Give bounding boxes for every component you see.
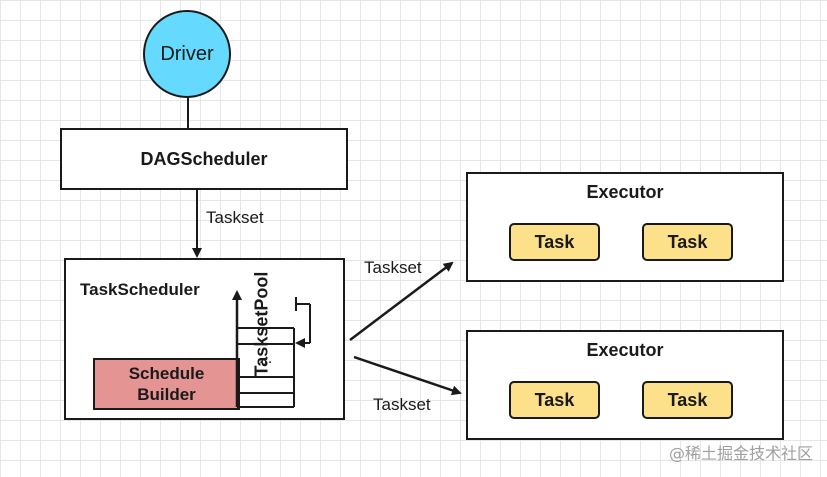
edge-label-dag-taskset: Taskset (206, 208, 264, 227)
edge-to-executor-1 (349, 261, 454, 341)
dag-scheduler-label: DAGScheduler (140, 148, 268, 169)
driver-node: Driver (143, 10, 231, 98)
edge-to-executor-2 (353, 355, 462, 396)
executor-box-2: Executor Task Task (466, 330, 784, 440)
watermark: @稀土掘金技术社区 (668, 444, 813, 463)
queue-ellipsis: ... (259, 350, 273, 367)
executor-title-1: Executor (586, 182, 664, 202)
task-label: Task (667, 389, 708, 410)
task-box: Task (642, 381, 733, 419)
driver-label: Driver (160, 42, 214, 65)
task-box: Task (509, 223, 600, 261)
task-scheduler-label: TaskScheduler (80, 280, 200, 299)
dag-scheduler-box: DAGScheduler (60, 128, 348, 190)
edge-label-executor-1: Taskset (364, 258, 422, 277)
schedule-builder-box: Schedule Builder (93, 358, 240, 410)
task-label: Task (667, 231, 708, 252)
task-box: Task (642, 223, 733, 261)
executor-box-1: Executor Task Task (466, 172, 784, 282)
task-box: Task (509, 381, 600, 419)
taskset-pool-label: TasksetPool (251, 271, 272, 377)
task-label: Task (534, 231, 575, 252)
edge-label-executor-2: Taskset (373, 395, 431, 414)
task-label: Task (534, 389, 575, 410)
schedule-builder-line-1: Schedule (128, 364, 205, 383)
taskset-queue (232, 290, 311, 408)
schedule-builder-line-2: Builder (137, 385, 196, 404)
executor-title-2: Executor (586, 340, 664, 360)
